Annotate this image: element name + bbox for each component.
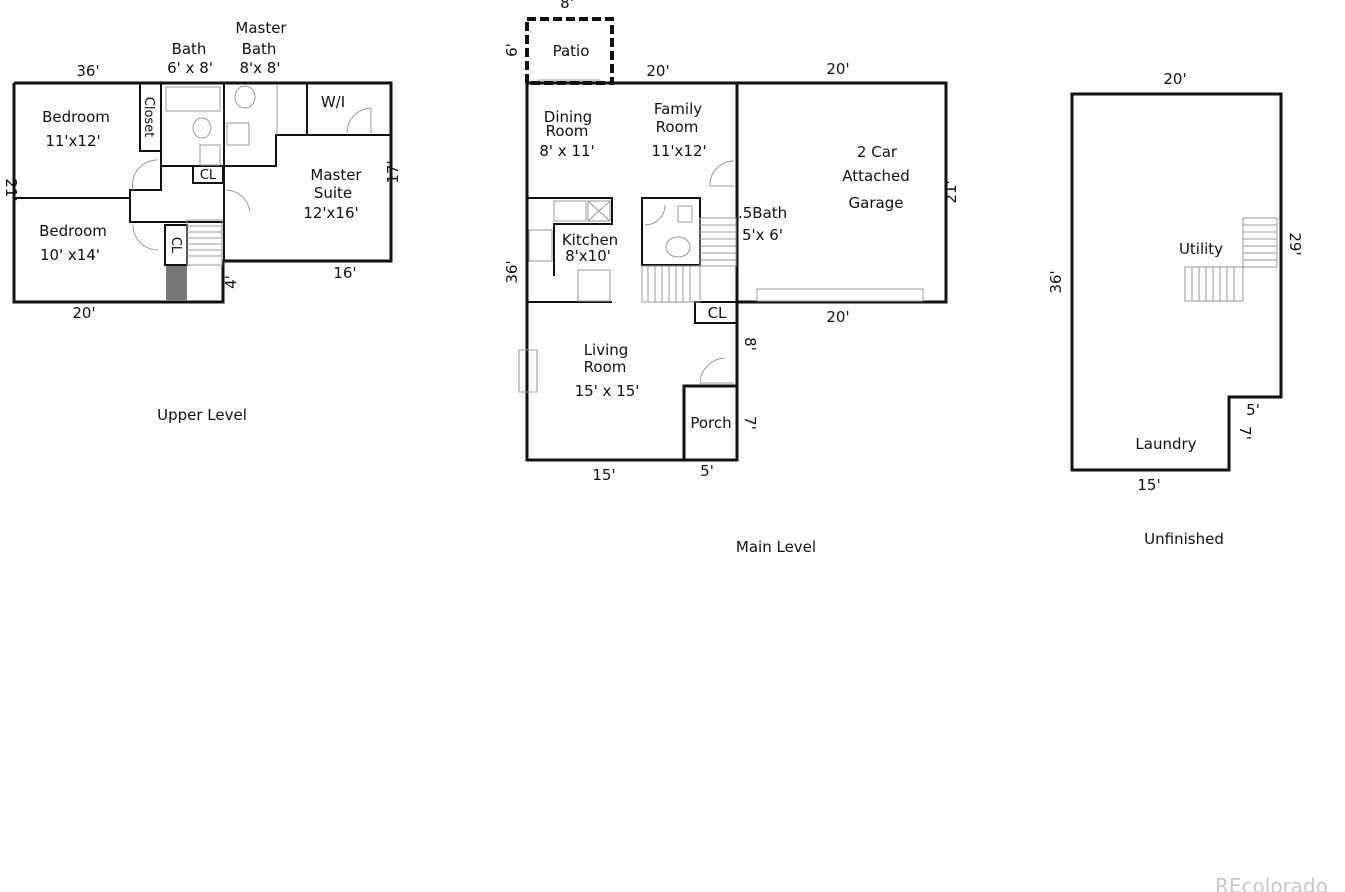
family-label-1: Family xyxy=(654,100,702,118)
dining-size: 8' x 11' xyxy=(539,142,594,160)
upper-level-caption: Upper Level xyxy=(157,406,247,424)
dim-upper-bottom: 20' xyxy=(72,304,95,322)
cl-upper-2-label: CL xyxy=(168,237,183,254)
living-label-2: Room xyxy=(584,358,627,376)
half-bath-label: .5Bath xyxy=(738,204,787,222)
bedroom-2-label: Bedroom xyxy=(39,222,107,240)
bedroom-1-label: Bedroom xyxy=(42,108,110,126)
bath-wall xyxy=(160,83,391,167)
dim-unfinished-bottom: 15' xyxy=(1137,476,1160,494)
bath-fixtures xyxy=(165,85,278,166)
master-suite-label-2: Suite xyxy=(314,184,352,202)
living-label-1: Living xyxy=(584,341,629,359)
dim-upper-step: 4' xyxy=(222,275,240,289)
main-level-plan: Patio Dining Room 8' x 11' Family Room 1… xyxy=(503,0,960,556)
porch-label: Porch xyxy=(690,414,731,432)
garage-label-1: 2 Car xyxy=(857,143,898,161)
garage-wall xyxy=(735,81,948,304)
upper-level-plan: Bedroom 11'x12' Bedroom 10' x14' Closet … xyxy=(2,19,402,424)
dim-upper-left: 21' xyxy=(2,178,20,201)
half-bath-size: 5'x 6' xyxy=(742,226,783,244)
unfinished-caption: Unfinished xyxy=(1144,530,1224,548)
kitchen-label: Kitchen xyxy=(562,231,618,249)
bedroom-2-size: 10' x14' xyxy=(40,246,100,264)
laundry-label: Laundry xyxy=(1135,435,1196,453)
main-stairs xyxy=(641,217,737,303)
dining-label-1: Dining xyxy=(544,108,592,126)
dim-main-bottom: 15' xyxy=(592,466,615,484)
master-suite-size: 12'x16' xyxy=(303,204,358,222)
master-bath-label-1: Master xyxy=(235,19,287,37)
unfinished-level-plan: Utility Laundry 20' 36' 29' 5' 7' 15' Un… xyxy=(1047,70,1304,548)
master-bath-size: 8'x 8' xyxy=(240,59,281,77)
bath-size: 6' x 8' xyxy=(167,59,213,77)
patio-label: Patio xyxy=(553,42,590,60)
dining-label-2: Room xyxy=(546,122,589,140)
kitchen-wall xyxy=(527,197,613,276)
dim-main-right-lower: 8' xyxy=(741,337,759,351)
dim-unfinished-top: 20' xyxy=(1163,70,1186,88)
dim-notch-height: 7' xyxy=(1236,426,1254,440)
kitchen-size: 8'x10' xyxy=(565,247,611,265)
dim-main-top: 20' xyxy=(646,62,669,80)
dim-upper-right: 17' xyxy=(384,160,402,183)
cl-upper-1 xyxy=(192,165,224,184)
hall-wall xyxy=(129,166,224,223)
unfinished-outer-wall xyxy=(1070,92,1283,472)
dim-porch-side: 7' xyxy=(741,416,759,430)
utility-label: Utility xyxy=(1179,240,1223,258)
bedroom-1-size: 11'x12' xyxy=(45,132,100,150)
dim-main-left: 36' xyxy=(503,260,521,283)
dim-patio-width: 8' xyxy=(560,0,574,12)
upper-stairs xyxy=(166,219,223,301)
cl-main-label: CL xyxy=(708,304,727,322)
cl-upper-1-label: CL xyxy=(200,168,217,183)
dim-upper-top: 36' xyxy=(76,62,99,80)
family-size: 11'x12' xyxy=(651,142,706,160)
main-level-caption: Main Level xyxy=(736,538,816,556)
dim-garage-bottom: 20' xyxy=(826,308,849,326)
master-suite-label-1: Master xyxy=(310,166,362,184)
cl-main xyxy=(694,301,738,324)
master-bath-label-2: Bath xyxy=(242,40,277,58)
door-swings xyxy=(132,107,372,251)
dim-notch-width: 5' xyxy=(1246,401,1260,419)
dim-patio-height: 6' xyxy=(503,43,521,57)
bath-label: Bath xyxy=(172,40,207,58)
dim-unfinished-right: 29' xyxy=(1286,232,1304,255)
family-label-2: Room xyxy=(656,118,699,136)
garage-label-2: Attached xyxy=(842,167,909,185)
closet-label: Closet xyxy=(141,97,156,138)
porch-wall xyxy=(682,384,739,462)
living-size: 15' x 15' xyxy=(575,382,640,400)
main-fixtures xyxy=(518,160,924,393)
watermark: REcolorado xyxy=(1215,874,1328,892)
unfinished-stairs xyxy=(1184,217,1278,302)
garage-label-3: Garage xyxy=(849,194,904,212)
dim-porch-bottom: 5' xyxy=(700,462,714,480)
patio-outline xyxy=(525,17,614,85)
dim-garage-top: 20' xyxy=(826,60,849,78)
dim-suite-bottom: 16' xyxy=(333,264,356,282)
dim-garage-right: 21' xyxy=(942,180,960,203)
walkin-label: W/I xyxy=(321,93,345,111)
dim-unfinished-left: 36' xyxy=(1047,270,1065,293)
